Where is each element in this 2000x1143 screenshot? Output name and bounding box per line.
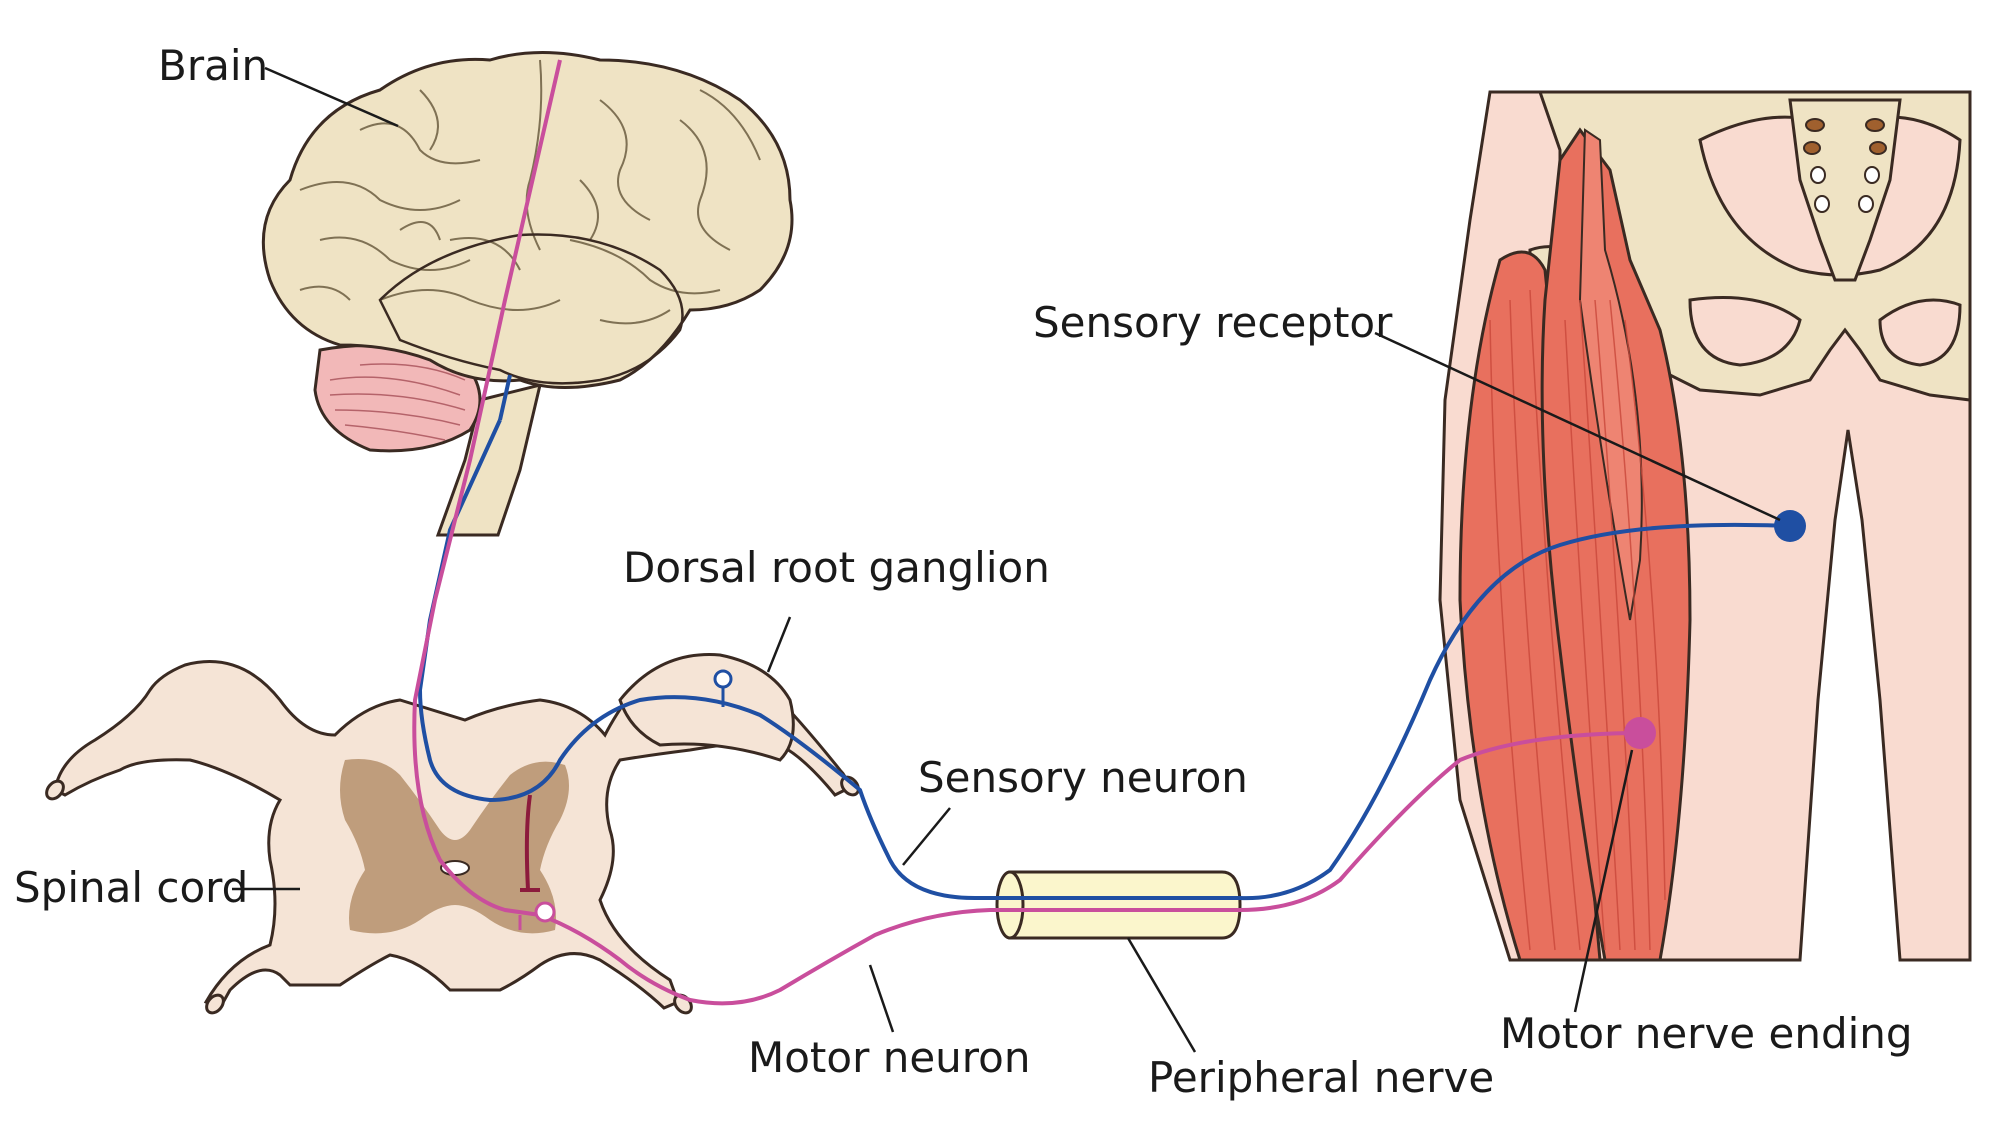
sacral-foramina bbox=[1803, 118, 1887, 213]
sensory-receptor-dot bbox=[1774, 510, 1806, 542]
thigh-muscle-inner bbox=[1578, 128, 1643, 621]
motor-nerve-ending-dot bbox=[1624, 717, 1656, 749]
peripheral-nerve-sheath bbox=[995, 870, 1242, 940]
muscle-striations bbox=[1489, 289, 1666, 951]
label-dorsal-root-ganglion: Dorsal root ganglion bbox=[623, 543, 1050, 592]
motor-neuron-path bbox=[412, 59, 1631, 1006]
nerve-stump-left-bottom bbox=[205, 993, 225, 1015]
sensory-neuron-to-brain bbox=[498, 374, 512, 421]
leader-lines bbox=[232, 66, 1781, 1053]
grey-matter bbox=[340, 759, 569, 934]
label-motor-neuron: Motor neuron bbox=[748, 1033, 1030, 1082]
brain-gyri bbox=[299, 59, 761, 325]
label-sensory-neuron: Sensory neuron bbox=[918, 753, 1248, 802]
brain-illustration bbox=[261, 51, 794, 537]
label-brain: Brain bbox=[158, 41, 268, 90]
nerve-stump-left-top bbox=[45, 779, 65, 801]
label-spinal-cord: Spinal cord bbox=[14, 863, 248, 912]
cerebellum-folia bbox=[329, 363, 466, 441]
label-peripheral-nerve: Peripheral nerve bbox=[1148, 1053, 1494, 1102]
label-sensory-receptor: Sensory receptor bbox=[1033, 298, 1393, 347]
spinal-cord-illustration bbox=[45, 653, 860, 1015]
sensory-neuron-path bbox=[417, 419, 1791, 901]
ganglion-body bbox=[618, 653, 795, 762]
spinal-cord-section bbox=[53, 660, 849, 1010]
ganglion-cell bbox=[713, 669, 733, 707]
cerebrum bbox=[261, 51, 794, 389]
motor-cell-body bbox=[518, 794, 556, 930]
leg-pelvis-illustration bbox=[1438, 90, 1972, 962]
obturator-left bbox=[1688, 296, 1802, 367]
temporal-lobe bbox=[378, 233, 684, 385]
label-motor-nerve-ending: Motor nerve ending bbox=[1500, 1009, 1913, 1058]
obturator-right bbox=[1878, 298, 1962, 367]
